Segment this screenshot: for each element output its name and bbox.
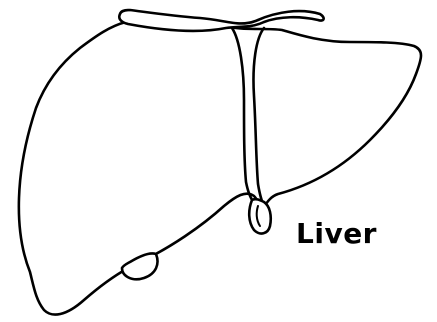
ligamentum-teres-loop	[249, 199, 271, 233]
liver-label: Liver	[296, 218, 377, 250]
top-ligament-band	[119, 10, 323, 31]
liver-outer-contour	[19, 20, 421, 315]
